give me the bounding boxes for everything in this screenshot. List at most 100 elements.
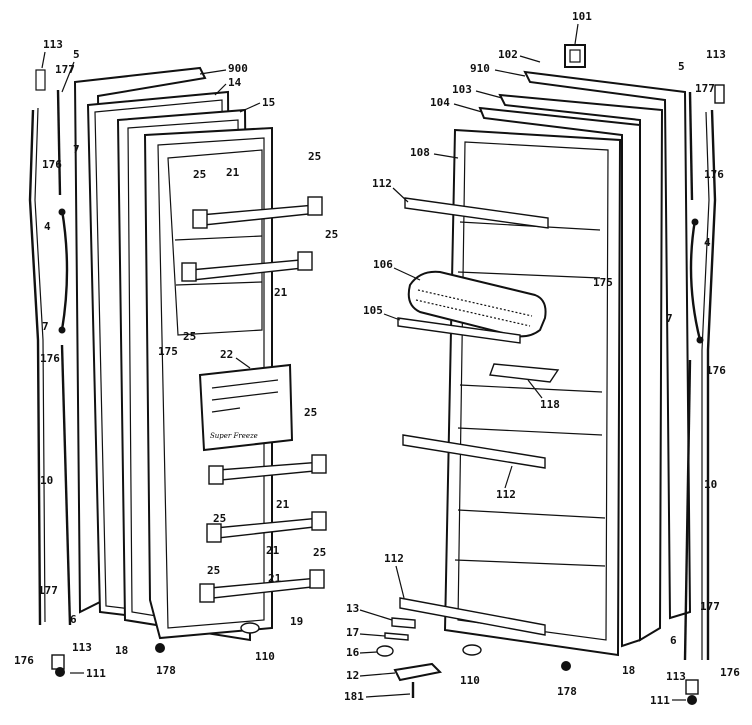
- callout-25-d: 25: [183, 330, 196, 343]
- hinge-cap-113-top-right: [714, 84, 725, 104]
- callout-900: 900: [228, 62, 248, 75]
- callout-18: 18: [115, 644, 128, 657]
- callout-118: 118: [540, 398, 560, 411]
- callout-21-b: 21: [274, 286, 288, 299]
- callout-178: 178: [156, 664, 176, 677]
- callout-6: 6: [70, 613, 77, 626]
- door-shelf-21-b: [181, 251, 313, 282]
- callout-176-top: 176: [42, 158, 62, 171]
- callout-177-bottom: 177: [38, 584, 58, 597]
- callout-113-bottom-right: 113: [666, 670, 686, 683]
- callout-10-right: 10: [704, 478, 717, 491]
- hinge-pin-17: [384, 632, 409, 641]
- callout-7-right: 7: [666, 312, 673, 325]
- callout-25-f: 25: [213, 512, 226, 525]
- callout-7-top: 7: [73, 143, 80, 156]
- hinge-bracket-13: [391, 617, 416, 629]
- callout-25-a: 25: [193, 168, 206, 181]
- callout-177-top-right: 177: [695, 82, 715, 95]
- hinge-plate-12: [393, 662, 443, 682]
- callout-176-top-right: 176: [704, 168, 724, 181]
- callout-181: 181: [344, 690, 364, 703]
- callout-25-e: 25: [304, 406, 317, 419]
- callout-21-d: 21: [266, 544, 280, 557]
- bushing-16: [376, 645, 394, 657]
- egg-tray-118: [489, 363, 560, 383]
- door-shelf-21-c: [208, 454, 327, 485]
- handle-4-right: [689, 219, 702, 341]
- callout-22: 22: [220, 348, 233, 361]
- callout-7-bottom: 7: [42, 320, 49, 333]
- trim-strip-5-right: [688, 91, 694, 201]
- callout-10: 10: [40, 474, 53, 487]
- side-trim-10-left: [28, 109, 42, 626]
- callout-176-bottom-right: 176: [720, 666, 740, 679]
- callout-17: 17: [346, 626, 359, 639]
- callout-6-right: 6: [670, 634, 677, 647]
- right-callouts: 101 102 910 103 104 108 112 106 105 175 …: [344, 10, 740, 707]
- cap-110-right: [462, 644, 482, 656]
- callout-19: 19: [290, 615, 303, 628]
- callout-21-e: 21: [268, 572, 282, 585]
- side-trim-10-right: [706, 109, 717, 660]
- callout-111: 111: [86, 667, 106, 680]
- callout-113: 113: [43, 38, 63, 51]
- hinge-113-bottom-left: [51, 654, 65, 670]
- door-shelf-105: [397, 317, 521, 344]
- callout-910: 910: [470, 62, 490, 75]
- hinge-cap-113-top-left: [35, 69, 46, 91]
- callout-178-right: 178: [557, 685, 577, 698]
- callout-110: 110: [255, 650, 275, 663]
- callout-176-mid-right: 176: [706, 364, 726, 377]
- door-shelf-21-a: [192, 196, 323, 229]
- callout-18-right: 18: [622, 664, 635, 677]
- callout-106: 106: [373, 258, 393, 271]
- callout-113-top-right: 113: [706, 48, 726, 61]
- callout-12: 12: [346, 669, 359, 682]
- right-door-assembly: [376, 44, 725, 705]
- trim-strip-5-left: [56, 89, 62, 196]
- callout-21-a: 21: [226, 166, 240, 179]
- callout-105: 105: [363, 304, 383, 317]
- plug-178-left: [155, 643, 165, 653]
- callout-176-mid: 176: [40, 352, 60, 365]
- hinge-113-bottom-right: [685, 679, 699, 695]
- door-outer-panel-910: [523, 70, 692, 620]
- callout-15: 15: [262, 96, 275, 109]
- callout-25-h: 25: [207, 564, 220, 577]
- callout-25-c: 25: [325, 228, 338, 241]
- label-card-22: Super Freeze: [198, 363, 294, 452]
- door-shelf-112-mid: [402, 434, 546, 469]
- callout-21-c: 21: [276, 498, 290, 511]
- left-door-assembly: Super Freeze: [28, 66, 327, 677]
- callout-112-top: 112: [372, 177, 392, 190]
- callout-101: 101: [572, 10, 592, 23]
- callout-177: 177: [55, 63, 75, 76]
- callout-13: 13: [346, 602, 359, 615]
- butter-compartment-106: [407, 270, 547, 338]
- callout-111-right: 111: [650, 694, 670, 707]
- callout-5-right: 5: [678, 60, 685, 73]
- callout-175: 175: [158, 345, 178, 358]
- callout-112-bottom: 112: [384, 552, 404, 565]
- callout-16: 16: [346, 646, 360, 659]
- inner-door-108: [443, 128, 622, 657]
- callout-25-b: 25: [308, 150, 321, 163]
- callout-25-g: 25: [313, 546, 326, 559]
- callout-110-right: 110: [460, 674, 480, 687]
- callout-177-bottom-right: 177: [700, 600, 720, 613]
- plug-178-right: [561, 661, 571, 671]
- callout-103: 103: [452, 83, 472, 96]
- callout-4: 4: [44, 220, 51, 233]
- callout-108: 108: [410, 146, 430, 159]
- door-shelf-112-top: [404, 197, 549, 229]
- callout-113-bottom: 113: [72, 641, 92, 654]
- callout-14: 14: [228, 76, 242, 89]
- door-shelf-21-e: [199, 569, 325, 603]
- callout-5: 5: [73, 48, 80, 61]
- callout-4-right: 4: [704, 236, 711, 249]
- cap-110-left: [240, 622, 260, 634]
- door-liner-104: [478, 106, 641, 648]
- label-card-text: Super Freeze: [210, 432, 258, 440]
